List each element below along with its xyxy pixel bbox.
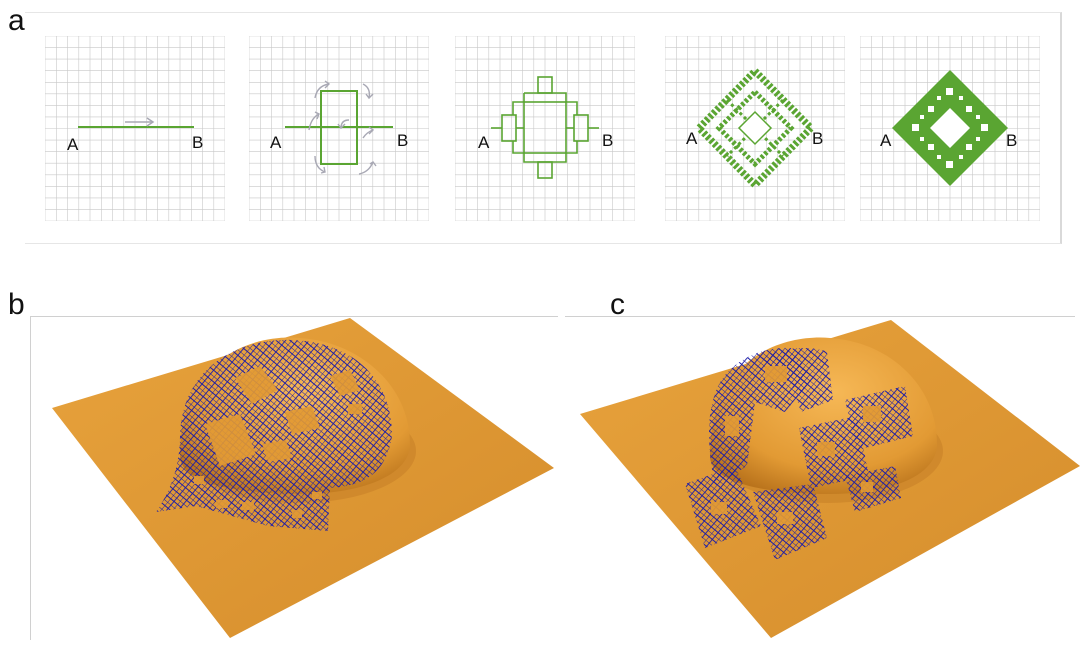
grid bbox=[249, 36, 429, 221]
render-panel-c bbox=[565, 316, 1081, 645]
iteration-step-4 bbox=[665, 36, 845, 221]
step3-label-a: A bbox=[478, 133, 490, 152]
iteration-step-5 bbox=[860, 36, 1040, 221]
iteration-curve bbox=[694, 66, 816, 190]
rotation-arrows bbox=[308, 80, 377, 175]
panel-b-top-rule bbox=[30, 316, 558, 317]
mesh-holes bbox=[194, 366, 362, 518]
iteration-step-2 bbox=[249, 36, 429, 221]
step3-label-b: B bbox=[602, 131, 614, 150]
iteration-step-3 bbox=[455, 36, 635, 221]
grid bbox=[455, 36, 635, 221]
iteration-curve-filled bbox=[892, 70, 1008, 186]
panel-b-left-rule bbox=[30, 316, 31, 640]
panel-c-top-rule bbox=[565, 316, 1075, 317]
step1-label-b: B bbox=[192, 133, 204, 152]
panel-a-frame bbox=[25, 12, 1062, 244]
mesh-holes bbox=[711, 366, 881, 524]
panel-label-a: a bbox=[8, 4, 25, 37]
step1-label-a: A bbox=[67, 135, 79, 154]
direction-arrow bbox=[125, 117, 155, 127]
step4-label-b: B bbox=[812, 129, 824, 148]
iteration-step-1 bbox=[45, 36, 225, 221]
iteration-curve bbox=[491, 76, 599, 179]
step4-label-a: A bbox=[686, 129, 698, 148]
render-panel-b bbox=[30, 316, 558, 645]
fractal-mesh bbox=[156, 339, 392, 531]
step5-label-a: A bbox=[880, 131, 892, 150]
panel-label-b: b bbox=[8, 288, 25, 321]
step5-label-b: B bbox=[1006, 131, 1018, 150]
panel-label-c: c bbox=[610, 288, 625, 321]
step2-label-a: A bbox=[270, 133, 282, 152]
grid bbox=[45, 36, 225, 221]
generator-curve bbox=[285, 90, 393, 165]
step2-label-b: B bbox=[397, 131, 409, 150]
